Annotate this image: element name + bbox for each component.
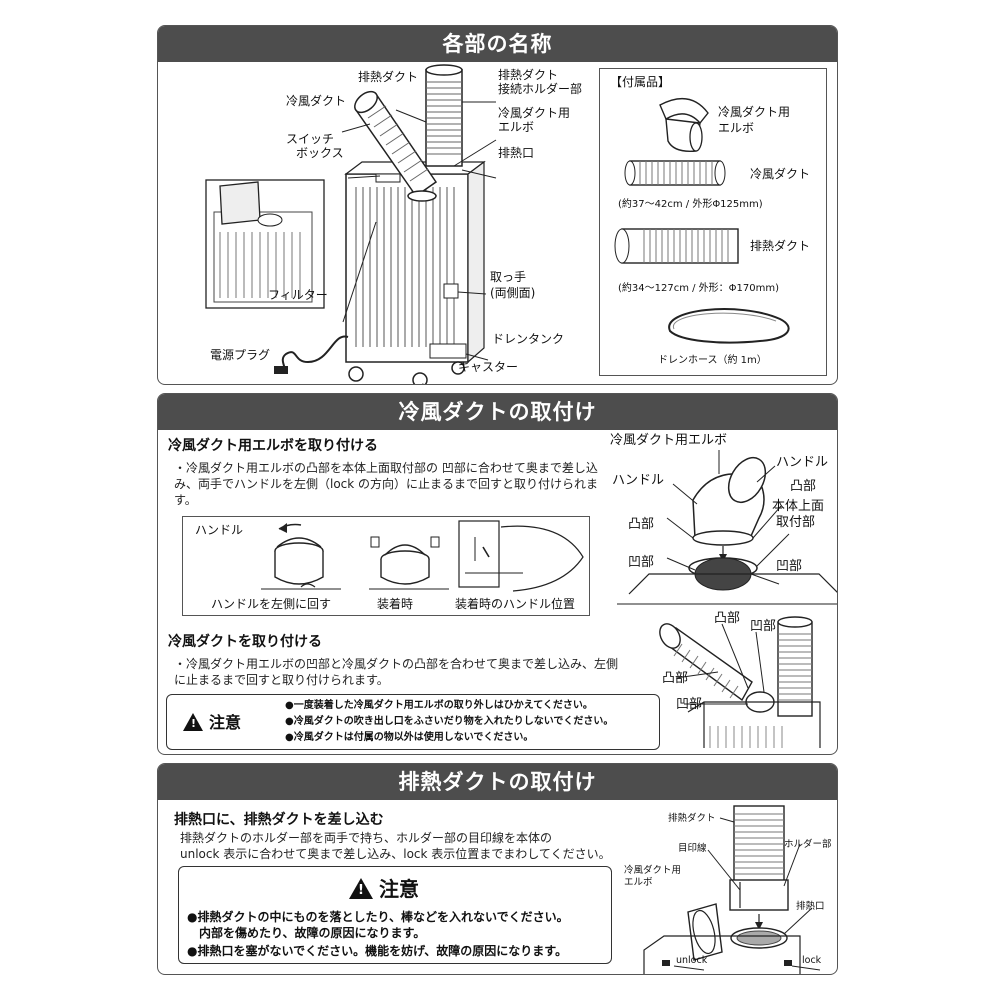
- label-exhaust-port: 排熱口: [498, 146, 535, 160]
- label-caster: キャスター: [458, 360, 519, 374]
- diag1-handle-right-label: ハンドル: [776, 455, 829, 470]
- diag1-convex-left-label: 凸部: [628, 517, 655, 532]
- exh-diag-mark-line-label: 目印線: [678, 843, 707, 854]
- acc-exhaust-duct-label: 排熱ダクト: [750, 239, 811, 253]
- diag2-concave-top-label: 凹部: [750, 619, 777, 634]
- cold-duct-install-heading: 冷風ダクトを取り付ける: [168, 634, 322, 650]
- diag1-handle-left-label: ハンドル: [612, 473, 665, 488]
- exhaust-duct-install-title: 排熱ダクトの取付け: [158, 764, 837, 800]
- diag1-elbow-label: 冷風ダクト用エルボ: [610, 433, 728, 448]
- cold-duct-caution-2: ●冷風ダクトの吹き出し口をふさいだり物を入れたりしないでください。: [285, 716, 614, 727]
- exhaust-attach-diagram: [643, 805, 821, 974]
- diag1-convex-right-label: 凸部: [790, 479, 817, 494]
- cold-duct-caution-heading: ! 注意: [183, 709, 241, 733]
- acc-exhaust-duct-spec: (約34～127cm / 外形：Φ170mm): [618, 283, 780, 294]
- acc-cold-duct-label: 冷風ダクト: [750, 167, 811, 181]
- elbow-steps-box: ハンドル ハンドルを左側に回す 装着時 装着時のハンドル位置: [182, 516, 590, 616]
- cold-duct-attach-diagram: [659, 616, 821, 748]
- elbow-install-text: ・冷風ダクト用エルボの凸部を本体上面取付部の 凹部に合わせて奥まで差し込み、両手…: [174, 461, 599, 507]
- accessories-illustration: [614, 97, 790, 344]
- exh-diag-elbow-label-2: エルボ: [624, 877, 653, 888]
- parts-names-panel: 各部の名称: [157, 25, 838, 385]
- label-elbow-1: 冷風ダクト用: [498, 106, 571, 120]
- parts-names-title: 各部の名称: [158, 26, 837, 62]
- exhaust-caution-1b: 内部を傷めたり、故障の原因になります。: [187, 926, 426, 940]
- exhaust-caution-box: ! 注意 ●排熱ダクトの中にものを落としたり、棒などを入れないでください。 内部を…: [178, 866, 612, 964]
- label-switch-1: スイッチ: [286, 132, 335, 146]
- diag1-mount-label-1: 本体上面: [772, 499, 825, 514]
- exh-diag-elbow-label-1: 冷風ダクト用: [624, 865, 682, 876]
- diag2-convex-top-label: 凸部: [714, 611, 741, 626]
- warning-triangle-icon: !: [183, 713, 203, 731]
- exhaust-install-heading: 排熱口に、排熱ダクトを差し込む: [174, 812, 384, 828]
- label-drain-tank: ドレンタンク: [492, 332, 565, 346]
- accessories-title: 【付属品】: [610, 75, 671, 89]
- exhaust-caution-heading: ! 注意: [349, 873, 419, 902]
- exh-diag-duct-label: 排熱ダクト: [668, 813, 716, 824]
- diag1-concave-right-label: 凹部: [776, 559, 803, 574]
- warning-triangle-icon: !: [349, 878, 373, 899]
- cold-duct-caution-3: ●冷風ダクトは付属の物以外は使用しないでください。: [285, 732, 534, 743]
- exhaust-caution-1: ●排熱ダクトの中にものを落としたり、棒などを入れないでください。: [187, 910, 569, 924]
- step-rotate-left-label: ハンドルを左側に回す: [211, 597, 332, 611]
- label-cold-duct: 冷風ダクト: [286, 94, 347, 108]
- acc-elbow-label-1: 冷風ダクト用: [718, 105, 791, 119]
- label-handle-1: 取っ手: [490, 270, 527, 284]
- acc-drain-hose-label: ドレンホース（約 1m）: [658, 355, 767, 366]
- label-exhaust-holder-1: 排熱ダクト: [498, 68, 559, 82]
- main-unit-illustration: [205, 64, 497, 384]
- exhaust-caution-title: 注意: [379, 877, 419, 901]
- acc-cold-duct-spec: (約37～42cm / 外形Φ125mm): [618, 199, 763, 210]
- exh-diag-lock-label: lock: [802, 955, 822, 966]
- label-exhaust-duct: 排熱ダクト: [358, 70, 419, 84]
- cold-duct-caution-1: ●一度装着した冷風ダクト用エルボの取り外しはひかえてください。: [285, 700, 593, 711]
- elbow-install-heading: 冷風ダクト用エルボを取り付ける: [168, 438, 378, 454]
- exhaust-duct-install-panel: 排熱ダクトの取付け 排熱口に、排熱ダクトを差し込む 排熱ダクトのホルダー部を両手…: [157, 763, 838, 975]
- exh-diag-unlock-label: unlock: [676, 955, 708, 966]
- label-elbow-2: エルボ: [498, 120, 535, 134]
- label-handle-2: (両側面): [490, 286, 536, 300]
- label-switch-2: ボックス: [296, 146, 344, 160]
- exhaust-install-text-2: unlock 表示に合わせて奥まで差し込み、lock 表示位置までまわしてくださ…: [180, 847, 611, 861]
- label-exhaust-holder-2: 接続ホルダー部: [498, 82, 583, 96]
- acc-elbow-label-2: エルボ: [718, 121, 755, 135]
- step-handle-label: ハンドル: [195, 523, 244, 537]
- cold-duct-install-title: 冷風ダクトの取付け: [158, 394, 837, 430]
- elbow-mount-diagram: [617, 450, 837, 605]
- diag2-concave-left-label: 凹部: [676, 697, 703, 712]
- cold-duct-caution-box: ! 注意 ●一度装着した冷風ダクト用エルボの取り外しはひかえてください。 ●冷風ダ…: [166, 694, 660, 750]
- cold-duct-caution-title: 注意: [209, 713, 242, 732]
- diag1-concave-left-label: 凹部: [628, 555, 655, 570]
- exhaust-install-text-1: 排熱ダクトのホルダー部を両手で持ち、ホルダー部の目印線を本体の: [180, 831, 553, 845]
- step-handle-position-label: 装着時のハンドル位置: [455, 597, 576, 611]
- step-attached-label: 装着時: [377, 597, 414, 611]
- cold-duct-install-panel: 冷風ダクトの取付け 冷風ダクト用エルボを取り付ける ・冷風ダクト用エルボの凸部を…: [157, 393, 838, 755]
- label-filter: フィルター: [268, 288, 328, 302]
- cold-duct-install-text: ・冷風ダクト用エルボの凹部と冷風ダクトの凸部を合わせて奥まで差し込み、左側に止ま…: [174, 657, 619, 687]
- label-power-plug: 電源プラグ: [210, 348, 271, 362]
- accessories-box: 【付属品】: [599, 68, 827, 376]
- elbow-steps-illustration: [261, 520, 584, 592]
- exh-diag-holder-label: ホルダー部: [784, 839, 832, 850]
- diag1-mount-label-2: 取付部: [776, 515, 816, 530]
- exh-diag-port-label: 排熱口: [796, 901, 825, 912]
- exhaust-caution-2: ●排熱口を塞がないでください。機能を妨げ、故障の原因になります。: [187, 944, 568, 958]
- diag2-convex-left-label: 凸部: [662, 671, 689, 686]
